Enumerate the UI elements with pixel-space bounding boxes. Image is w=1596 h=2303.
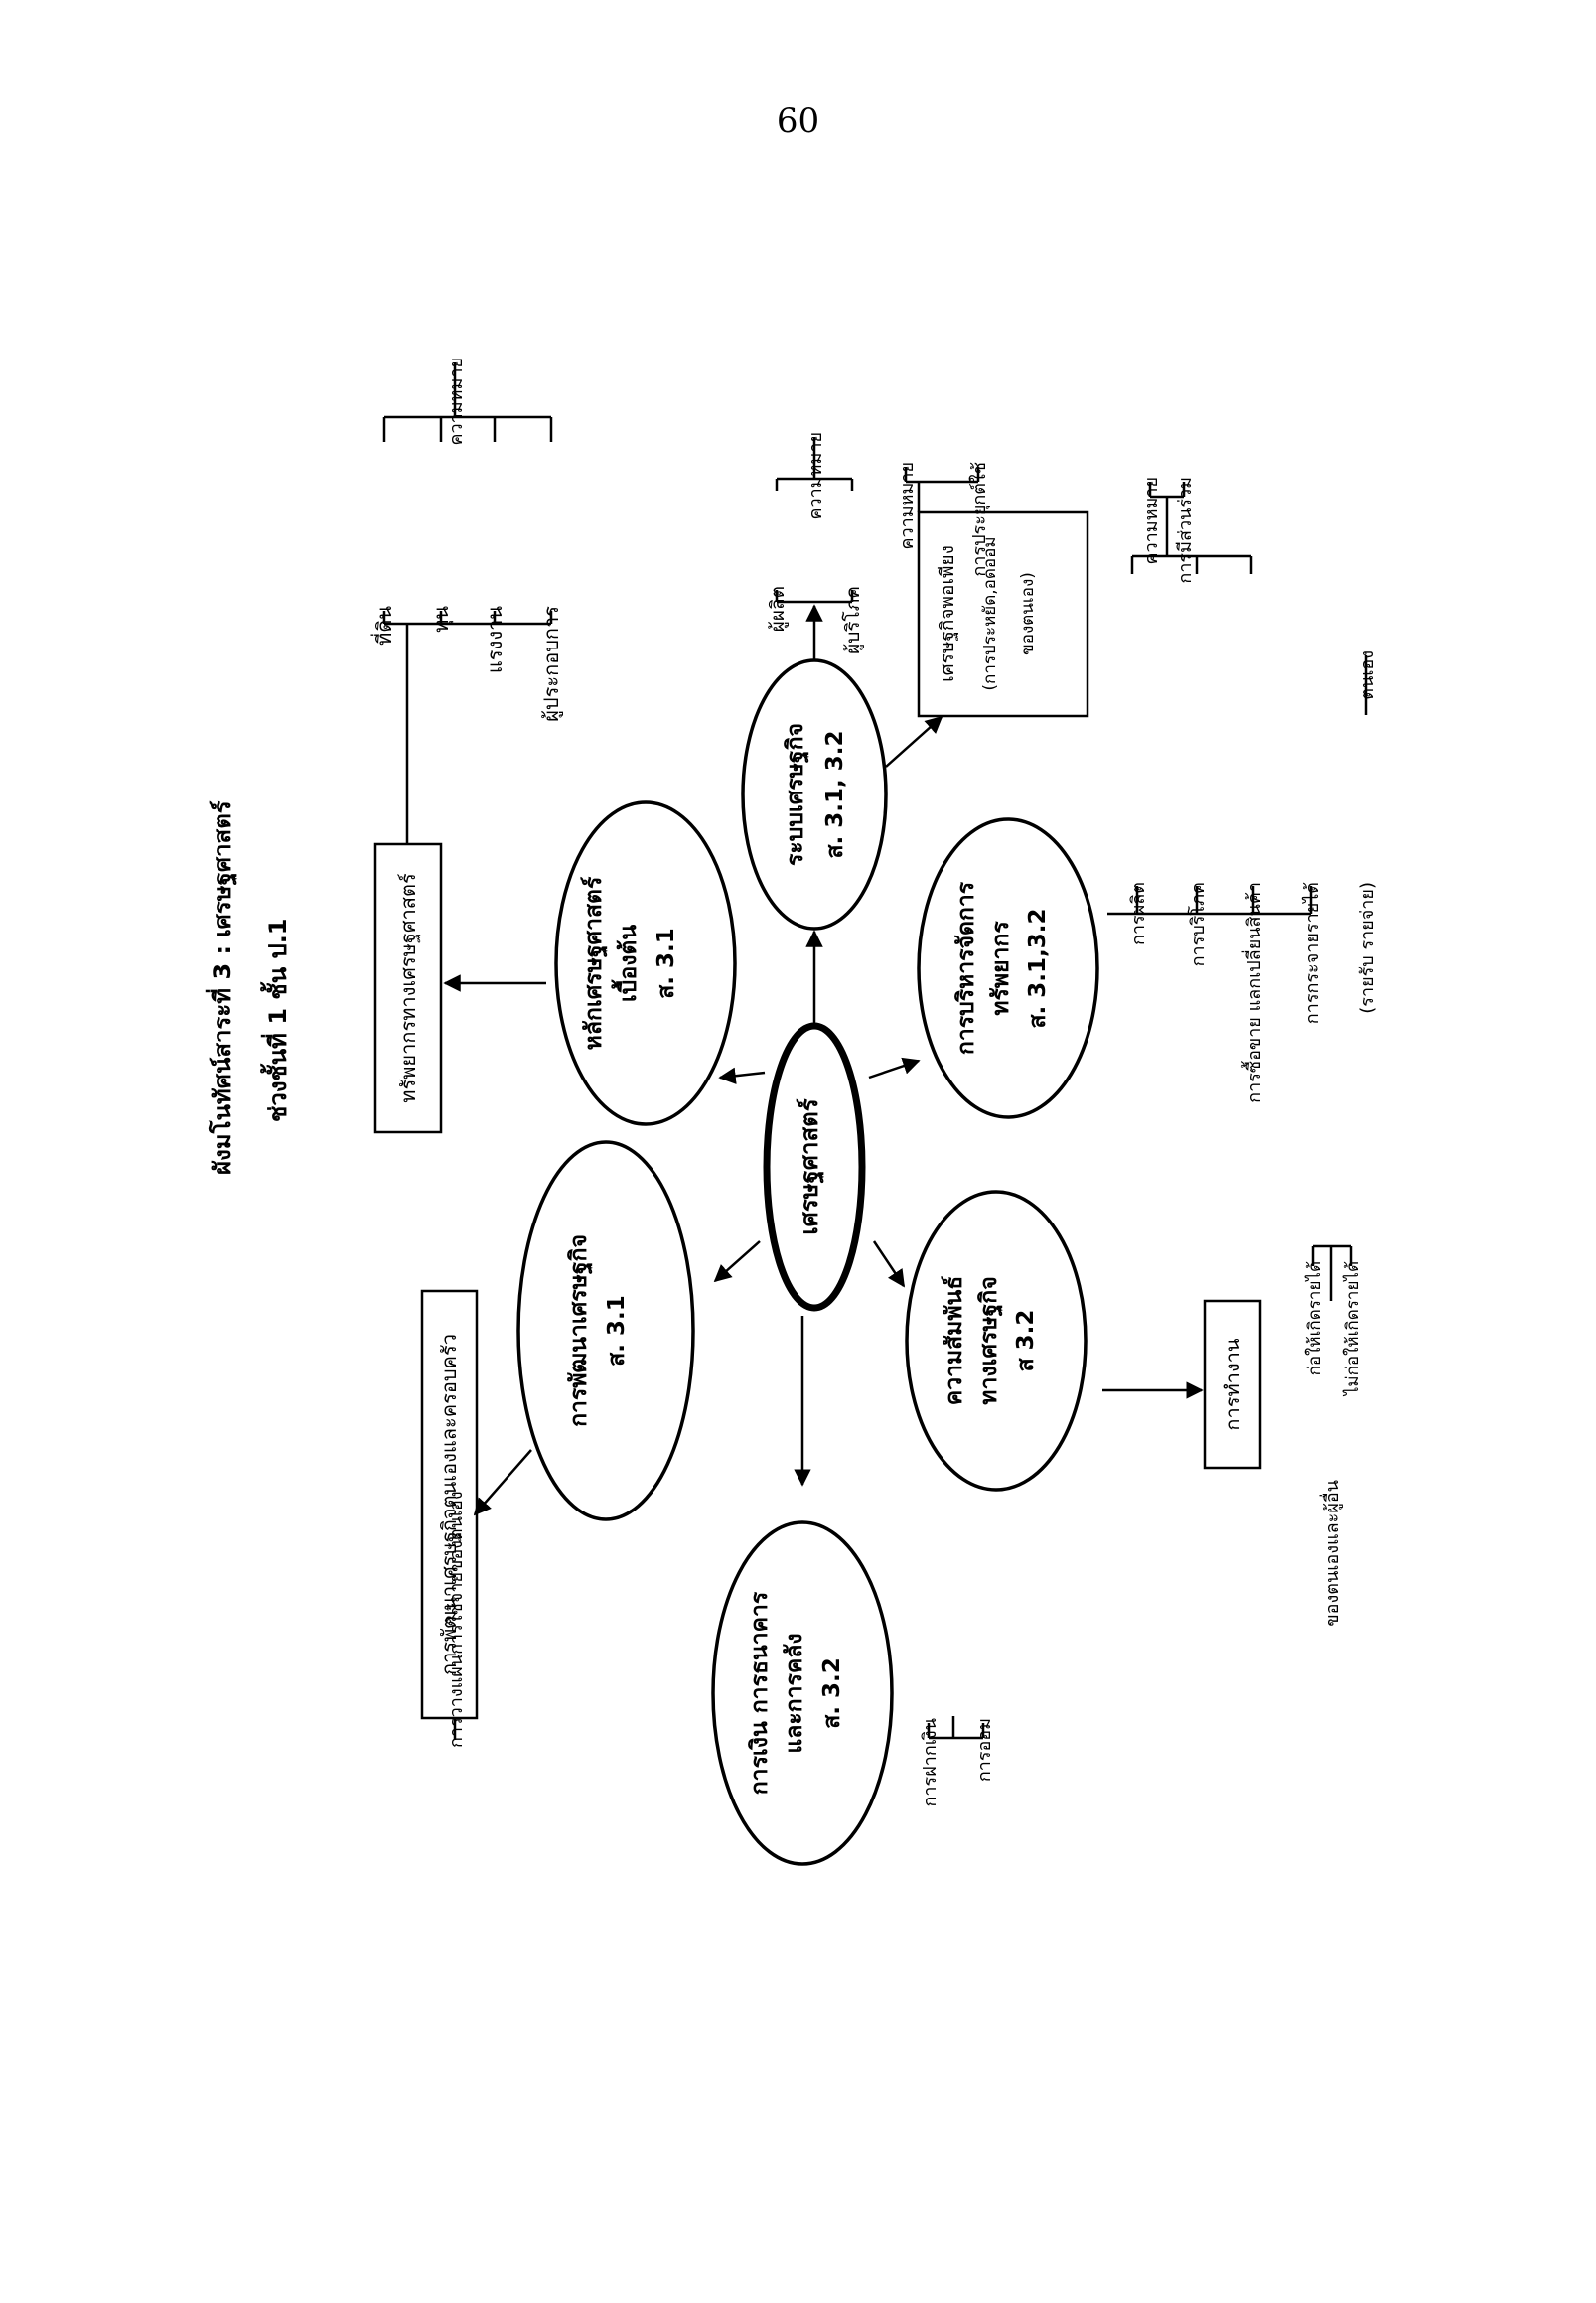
node-principles-line1: หลักเศรษฐศาสตร์ [580,876,608,1050]
leaf-resources-meaning: ความหมาย [446,358,467,446]
center-node-label: เศรษฐศาสตร์ [796,1098,825,1234]
box-sufficiency-line2: (การประหยัด,อดออม [980,536,1000,690]
leaf-producer-meaning: ความหมาย [805,432,826,520]
leaf-work-earning: ก่อให้เกิดรายได้ [1304,1261,1325,1375]
node-principles-line2: เบื้องต้น [611,925,642,1002]
box-economic-resources: ทรัพยากรทางเศรษฐศาสตร์ [373,842,443,1134]
box-work-label: การทำงาน [1221,1338,1244,1430]
connectors [382,362,1368,1740]
node-economic-relations-line2: ทางเศรษฐกิจ [976,1276,1003,1404]
leaf-deposit: การฝากเงิน [920,1718,941,1806]
node-economic-system: ระบบเศรษฐกิจ ส. 3.1, 3.2 [741,658,888,931]
node-economic-system-code: ส. 3.1, 3.2 [822,730,848,858]
leaf-work-of: ของตนเองและผู้อื่น [1319,1480,1343,1627]
leaf-sufficiency-meaning: ความหมาย [897,462,918,550]
node-resource-management-line2: ทรัพยากร [988,921,1014,1016]
leaf-resource-capital: ทุน [429,606,454,633]
leaf-saving: การออม [974,1718,995,1782]
box-sufficiency-line1: เศรษฐกิจพอเพียง [937,545,958,682]
leaf-consumption: การบริโภค [1187,882,1209,966]
leaf-management-meaning: ความหมาย [1141,477,1162,565]
leaf-trade: การซื้อขาย แลกเปลี่ยนสินค้า [1241,882,1265,1103]
page-number: 60 [776,101,820,141]
leaf-consumer: ผู้บริโภค [841,586,864,654]
node-resource-management-code: ส. 3.1,3.2 [1025,908,1051,1028]
box-family-development-label: การพัฒนาเศรษฐกิจตนเองและครอบครัว [437,1334,461,1675]
node-economic-relations-code: ส 3.2 [1013,1310,1039,1372]
node-banking: การเงิน การธนาคาร และการคลัง ส. 3.2 [711,1520,894,1866]
box-family-development: การพัฒนาเศรษฐกิจตนเองและครอบครัว [420,1289,479,1720]
leaf-participation: การมีส่วนร่วม [1175,477,1196,584]
leaf-income-distribution: การกระจายรายได้ [1301,882,1323,1024]
node-economic-development-code: ส. 3.1 [604,1295,630,1367]
box-economic-resources-label: ทรัพยากรทางเศรษฐศาสตร์ [396,873,420,1103]
node-economic-relations: ความสัมพันธ์ ทางเศรษฐกิจ ส 3.2 [905,1190,1088,1492]
node-economic-system-line1: ระบบเศรษฐกิจ [783,723,809,866]
leaf-production: การผลิต [1128,882,1149,945]
node-economic-relations-line1: ความสัมพันธ์ [941,1276,967,1406]
center-node: เศรษฐศาสตร์ [763,1022,866,1312]
node-economic-development-line1: การพัฒนาเศรษฐกิจ [566,1234,593,1427]
leaf-work-non-earning: ไม่ก่อให้เกิดรายได้ [1342,1261,1363,1397]
leaf-producer: ผู้ผลิต [767,586,789,632]
node-principles-code: ส. 3.1 [653,928,679,999]
node-economic-development: การพัฒนาเศรษฐกิจ ส. 3.1 [516,1140,695,1521]
map-subtitle: ช่วงชั้นที่ 1 ชั้น ป.1 [259,918,292,1122]
map-title: ผังมโนทัศน์สาระที่ 3 : เศรษฐศาสตร์ [205,800,238,1175]
leaf-resource-labor: แรงงาน [483,606,507,673]
node-banking-line1: การเงิน การธนาคาร [747,1591,773,1795]
leaf-resource-land: ที่ดิน [370,606,396,646]
leaf-income-note: (รายรับ รายจ่าย) [1357,882,1378,1014]
leaf-plan-spending: การวางแผนการใช้จ่ายของตนเอง [445,1491,467,1748]
box-work: การทำงาน [1203,1299,1262,1470]
node-banking-line2: และการคลัง [782,1633,807,1753]
leaf-sufficiency-application: การประยุกต์ใช้ [968,462,990,577]
node-banking-code: ส. 3.2 [819,1657,845,1729]
node-principles: หลักเศรษฐศาสตร์ เบื้องต้น ส. 3.1 [554,800,737,1126]
node-resource-management: การบริหารจัดการ ทรัพยากร ส. 3.1,3.2 [917,817,1099,1119]
box-sufficiency: เศรษฐกิจพอเพียง (การประหยัด,อดออม ของตนเ… [917,510,1089,718]
leaf-income-self: ตนเอง [1357,650,1378,700]
leaf-resource-entrepreneur: ผู้ประกอบการ [539,606,564,722]
box-sufficiency-line3: ของตนเอง) [1018,572,1038,655]
node-resource-management-line1: การบริหารจัดการ [953,881,979,1055]
